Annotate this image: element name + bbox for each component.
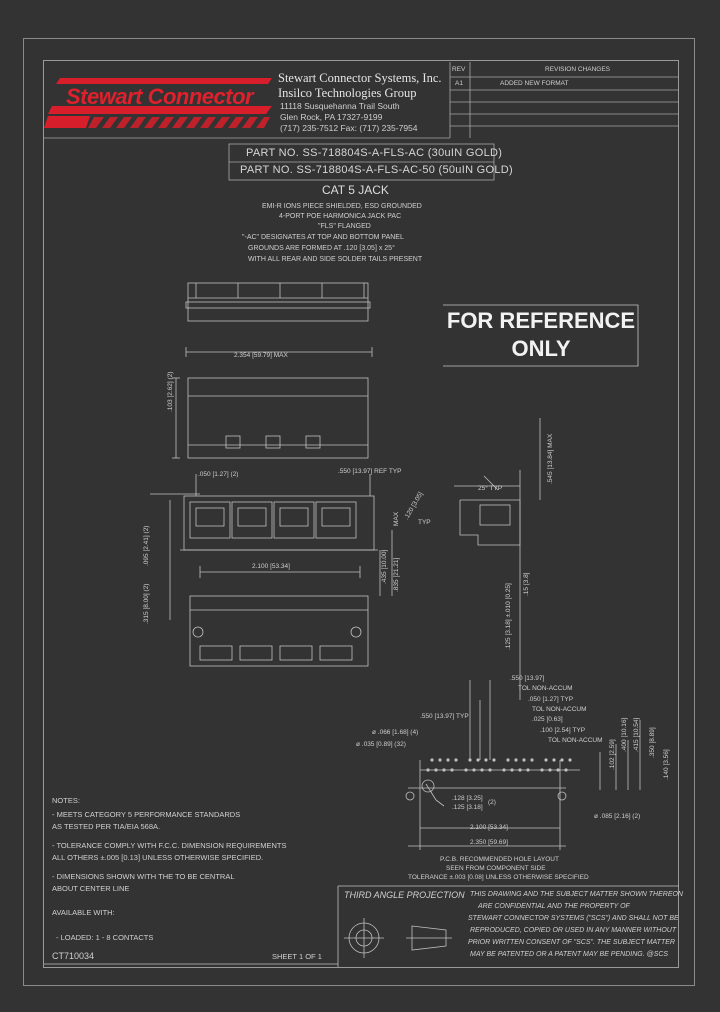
pcb-dim-025: .025 [0.63] xyxy=(532,716,563,723)
part-title: CAT 5 JACK xyxy=(322,183,389,197)
pcb-note-2: SEEN FROM COMPONENT SIDE xyxy=(446,865,546,872)
note-1: - MEETS CATEGORY 5 PERFORMANCE STANDARDS xyxy=(52,810,241,819)
legal-4: REPRODUCED, COPIED OR USED IN ANY MANNER… xyxy=(470,927,677,934)
dim-vert-125: .125 [3.18] ±.010 [0.25] xyxy=(505,583,512,650)
part-desc-1: EMI-R IONS PIECE SHIELDED, ESD GROUNDED xyxy=(262,203,422,210)
pcb-dim-100: .100 [2.54] TYP xyxy=(540,727,586,734)
pcb-tol-3: TOL NON-ACCUM xyxy=(548,737,603,744)
pcb-dim-085: ø .085 [2.16] (2) xyxy=(594,813,641,820)
dim-vert-15: .15 [3.8] xyxy=(523,572,530,597)
dim-max-545: .545 [13.84] MAX xyxy=(547,433,554,484)
company-address1: 11118 Susquehanna Trail South xyxy=(280,101,400,111)
part-number-2: PART NO. SS-718804S-A-FLS-AC-50 (50uIN G… xyxy=(240,164,514,176)
pcb-dim-050: .050 [1.27] TYP xyxy=(528,696,574,703)
pcb-dim-125: .125 [3.18] xyxy=(452,804,483,811)
part-desc-5: GROUNDS ARE FORMED AT .120 [3.05] x 25° xyxy=(248,245,395,252)
dim-h-435: .435 [10.00] xyxy=(381,549,388,584)
revision-row-rev: A1 xyxy=(455,80,463,87)
outer-frame xyxy=(23,38,695,986)
company-logo: Stewart Connector xyxy=(66,84,254,109)
dim-overall-width: 2.354 [59.79] MAX xyxy=(234,352,288,359)
pcb-note-3: TOLERANCE ±.003 [0.08] UNLESS OTHERWISE … xyxy=(408,874,589,881)
company-phone: (717) 235-7512 Fax: (717) 235-7954 xyxy=(280,123,418,133)
pcb-dim-140: .140 [3.56] xyxy=(663,749,670,780)
pcb-dim-128: .128 [3.25] xyxy=(452,795,483,802)
legal-3: STEWART CONNECTOR SYSTEMS ("SCS") AND SH… xyxy=(468,915,679,922)
part-desc-3: "FLS" FLANGED xyxy=(318,223,371,230)
dim-width-2100: 2.100 [53.34] xyxy=(252,563,290,570)
part-desc-6: WITH ALL REAR AND SIDE SOLDER TAILS PRES… xyxy=(248,256,423,263)
inner-frame xyxy=(43,60,679,968)
reference-stamp-line1: FOR REFERENCE xyxy=(446,308,636,333)
dim-pitch-050: .050 [1.27] (2) xyxy=(198,471,239,478)
dim-side-315: .315 [8.00] (2) xyxy=(143,583,150,624)
dim-angle-25: 25° TYP xyxy=(478,485,503,492)
available-with: AVAILABLE WITH: xyxy=(52,908,115,917)
revision-changes-header: REVISION CHANGES xyxy=(545,66,611,73)
sheet-number: SHEET 1 OF 1 xyxy=(272,952,322,961)
pcb-note-1: P.C.B. RECOMMENDED HOLE LAYOUT xyxy=(440,856,559,863)
dim-h-835: .835 [21.21] xyxy=(393,557,400,592)
loaded-contacts: - LOADED: 1 - 8 CONTACTS xyxy=(56,933,154,942)
pcb-tol-2: TOL NON-ACCUM xyxy=(532,706,587,713)
pcb-dim-035: ø .035 [0.89] (32) xyxy=(356,741,406,748)
pcb-dim-2: (2) xyxy=(488,799,496,806)
dim-typ: TYP xyxy=(418,519,431,526)
note-2: AS TESTED PER TIA/EIA 568A. xyxy=(52,822,161,831)
pcb-dim-2100: 2.100 [53.34] xyxy=(470,824,508,831)
revision-rev-header: REV xyxy=(452,66,466,73)
pcb-dim-550b: .550 [13.97] TYP xyxy=(420,713,469,720)
part-desc-2: 4-PORT POE HARMONICA JACK PAC xyxy=(279,213,402,220)
pcb-holes xyxy=(426,758,572,772)
note-3: - TOLERANCE COMPLY WITH F.C.C. DIMENSION… xyxy=(52,841,287,850)
logo-stripes xyxy=(44,78,272,128)
notes-title: NOTES: xyxy=(52,796,80,805)
dim-side-095: .095 [2.41] (2) xyxy=(143,525,150,566)
note-6: ABOUT CENTER LINE xyxy=(52,884,130,893)
company-group: Insilco Technologies Group xyxy=(278,86,417,100)
pcb-dim-400: .400 [10.16] xyxy=(621,717,628,752)
note-5: - DIMENSIONS SHOWN WITH THE TO BE CENTRA… xyxy=(52,872,235,881)
revision-row-change: ADDED NEW FORMAT xyxy=(500,80,569,87)
jack-views xyxy=(44,282,679,967)
pcb-dim-350: .350 [8.89] xyxy=(649,727,656,758)
company-address2: Glen Rock, PA 17327-9199 xyxy=(280,112,383,122)
note-4: ALL OTHERS ±.005 [0.13] UNLESS OTHERWISE… xyxy=(52,853,264,862)
pcb-dim-066: ø .066 [1.68] (4) xyxy=(372,729,419,736)
reference-stamp-line2: ONLY xyxy=(511,336,571,361)
pcb-tol-1: TOL NON-ACCUM xyxy=(518,685,573,692)
drawing-number: CT710034 xyxy=(52,951,95,961)
legal-6: MAY BE PATENTED OR A PATENT MAY BE PENDI… xyxy=(470,951,669,958)
company-name: Stewart Connector Systems, Inc. xyxy=(278,71,442,85)
pcb-dim-415: .415 [10.54] xyxy=(633,717,640,752)
pcb-dim-102: .102 [2.59] xyxy=(609,739,616,770)
dim-h-max: MAX xyxy=(393,511,400,526)
part-number-1: PART NO. SS-718804S-A-FLS-AC (30uIN GOLD… xyxy=(246,147,503,159)
legal-1: THIS DRAWING AND THE SUBJECT MATTER SHOW… xyxy=(470,891,683,898)
legal-2: ARE CONFIDENTIAL AND THE PROPERTY OF xyxy=(478,903,630,910)
legal-5: PRIOR WRITTEN CONSENT OF "SCS". THE SUBJ… xyxy=(468,939,675,946)
part-desc-4: "-AC" DESIGNATES AT TOP AND BOTTOM PANEL xyxy=(242,234,404,241)
pcb-dim-2350: 2.350 [59.69] xyxy=(470,839,508,846)
pcb-dim-550a: .550 [13.97] xyxy=(510,675,545,682)
projection-label: THIRD ANGLE PROJECTION xyxy=(344,890,465,900)
dim-pitch-550: .550 [13.97] REF TYP xyxy=(338,468,402,475)
dim-top-height: .103 [2.62] (2) xyxy=(167,371,174,412)
